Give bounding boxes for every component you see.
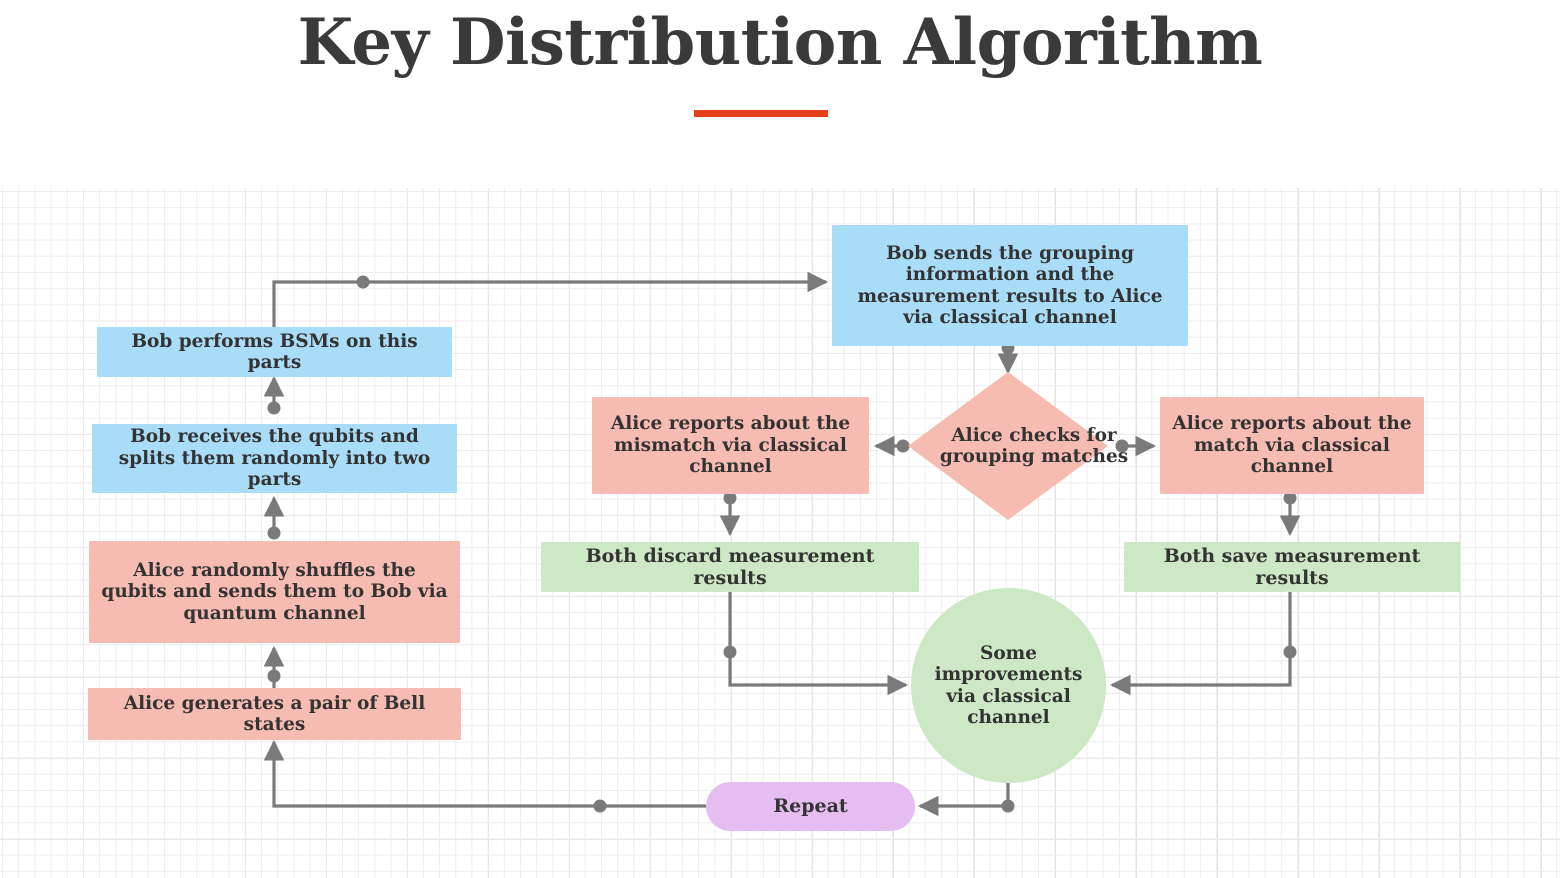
node-label: Both discard measurement results (585, 544, 875, 589)
node-label: Both save measurement results (1163, 544, 1421, 589)
node-label: Repeat (773, 795, 848, 818)
node-label: Bob sends the grouping information and t… (857, 242, 1163, 328)
flowchart-canvas (0, 188, 1560, 878)
node-bob-performs-bsms[interactable]: Bob performs BSMs on this parts (97, 327, 452, 377)
node-label: Bob performs BSMs on this parts (131, 330, 418, 373)
node-alice-shuffles-qubits[interactable]: Alice randomly shuffles the qubits and s… (89, 541, 460, 643)
node-alice-reports-mismatch[interactable]: Alice reports about the mismatch via cla… (592, 397, 869, 494)
node-label: Alice reports about the mismatch via cla… (610, 413, 851, 478)
node-some-improvements[interactable]: Some improvements via classical channel (911, 588, 1106, 783)
node-label: Alice randomly shuffles the qubits and s… (101, 559, 448, 624)
node-both-save-results[interactable]: Both save measurement results (1124, 542, 1460, 592)
node-bob-receives-qubits[interactable]: Bob receives the qubits and splits them … (92, 424, 457, 493)
node-alice-generates-bell-states[interactable]: Alice generates a pair of Bell states (88, 688, 461, 740)
node-label: Alice generates a pair of Bell states (123, 692, 426, 735)
node-bob-sends-grouping-info[interactable]: Bob sends the grouping information and t… (832, 225, 1188, 346)
node-alice-checks-grouping-matches[interactable]: Alice checks for grouping matches (908, 372, 1128, 520)
node-alice-reports-match[interactable]: Alice reports about the match via classi… (1160, 397, 1424, 494)
header: Key Distribution Algorithm (0, 0, 1560, 188)
node-both-discard-results[interactable]: Both discard measurement results (541, 542, 919, 592)
node-label: Bob receives the qubits and splits them … (118, 426, 431, 491)
page-title: Key Distribution Algorithm (297, 5, 1263, 80)
node-label: Alice checks for grouping matches (939, 424, 1129, 467)
node-label: Some improvements via classical channel (934, 642, 1083, 728)
node-label: Alice reports about the match via classi… (1172, 413, 1412, 478)
title-underline-rule (694, 110, 828, 117)
node-repeat[interactable]: Repeat (706, 782, 915, 831)
